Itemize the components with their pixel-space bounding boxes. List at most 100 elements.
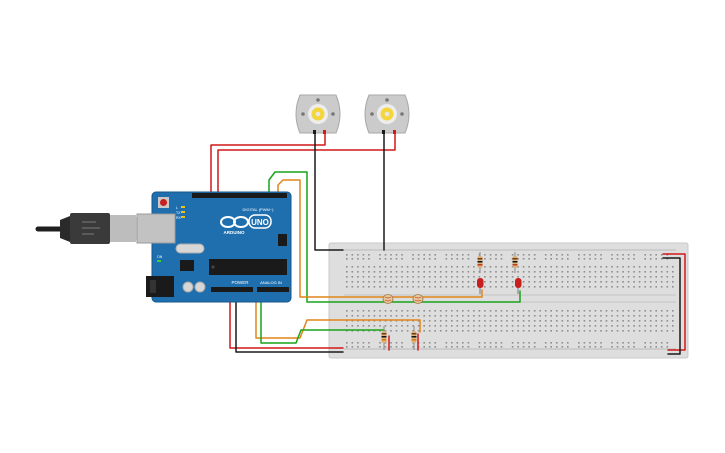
breadboard-hole xyxy=(484,330,486,332)
breadboard-hole xyxy=(578,258,580,260)
breadboard-hole xyxy=(445,315,448,317)
led-1[interactable] xyxy=(477,278,484,294)
breadboard-hole xyxy=(589,258,591,260)
breadboard-hole xyxy=(473,271,475,273)
arduino-uno[interactable]: UNO ARDUINO DIGITAL (PWM~) POWER ANALOG … xyxy=(136,191,292,303)
dc-motor-1[interactable] xyxy=(295,94,341,134)
wire-black-motor1[interactable] xyxy=(314,128,344,251)
led-2[interactable] xyxy=(515,278,522,294)
breadboard-hole xyxy=(368,254,370,256)
breadboard-hole xyxy=(605,276,608,278)
breadboard-hole xyxy=(644,315,646,317)
breadboard-hole xyxy=(346,281,348,283)
breadboard-hole xyxy=(489,276,492,278)
breadboard-hole xyxy=(550,346,552,348)
breadboard-hole xyxy=(517,310,519,312)
wire-orange-top[interactable] xyxy=(277,179,483,298)
breadboard-hole xyxy=(357,320,359,322)
breadboard-hole xyxy=(611,281,613,283)
breadboard-hole xyxy=(550,254,552,256)
breadboard-hole xyxy=(489,330,492,332)
resistor-4[interactable] xyxy=(411,326,417,350)
breadboard-hole xyxy=(395,320,398,322)
resistor-3[interactable] xyxy=(381,326,387,350)
wire-black-rail-bridge[interactable] xyxy=(662,257,681,355)
breadboard-hole xyxy=(572,271,575,273)
breadboard-hole xyxy=(622,254,624,256)
breadboard-hole xyxy=(633,286,635,288)
breadboard-hole xyxy=(589,330,591,332)
breadboard-hole xyxy=(611,315,613,317)
breadboard-hole xyxy=(456,342,459,344)
breadboard-hole xyxy=(666,276,669,278)
wire-green-top[interactable] xyxy=(268,171,521,303)
breadboard-hole xyxy=(484,310,486,312)
breadboard-hole xyxy=(500,330,503,332)
breadboard-hole xyxy=(528,342,530,344)
breadboard-hole xyxy=(368,266,370,268)
wire-green-lower[interactable] xyxy=(260,289,385,344)
breadboard-hole xyxy=(649,342,652,344)
breadboard-hole xyxy=(567,315,569,317)
breadboard-hole xyxy=(627,320,630,322)
breadboard-hole xyxy=(357,258,359,260)
breadboard-hole xyxy=(506,330,508,332)
rx-label: RX xyxy=(176,216,182,220)
photoresistor-2[interactable] xyxy=(412,294,424,304)
breadboard-hole xyxy=(627,254,630,256)
breadboard-hole xyxy=(357,325,359,327)
breadboard-hole xyxy=(655,310,657,312)
breadboard-hole xyxy=(572,276,575,278)
breadboard-hole xyxy=(500,258,503,260)
breadboard-hole xyxy=(379,346,381,348)
breadboard-hole xyxy=(434,342,436,344)
breadboard-hole xyxy=(616,281,619,283)
breadboard-hole xyxy=(428,342,431,344)
breadboard-hole xyxy=(633,315,635,317)
wire-red-rail-bridge[interactable] xyxy=(662,253,686,351)
dc-motor-2[interactable] xyxy=(364,94,410,134)
wire-red-motor1[interactable] xyxy=(210,128,326,193)
breadboard-hole xyxy=(627,271,630,273)
wire-black-gnd[interactable] xyxy=(235,290,344,353)
breadboard-hole xyxy=(622,325,624,327)
breadboard-hole xyxy=(428,266,431,268)
resistor-1[interactable] xyxy=(477,252,483,273)
breadboard-hole xyxy=(495,346,497,348)
breadboard-hole xyxy=(644,342,646,344)
breadboard-hole xyxy=(434,258,436,260)
breadboard-hole xyxy=(478,325,481,327)
breadboard-hole xyxy=(550,330,552,332)
breadboard-hole xyxy=(660,310,663,312)
breadboard-hole xyxy=(484,258,486,260)
breadboard-hole xyxy=(489,346,492,348)
breadboard-hole xyxy=(528,330,530,332)
breadboard-hole xyxy=(462,271,464,273)
breadboard-hole xyxy=(589,315,591,317)
breadboard-hole xyxy=(462,330,464,332)
breadboard-hole xyxy=(672,266,674,268)
breadboard-hole xyxy=(644,266,646,268)
breadboard-hole xyxy=(522,342,525,344)
photoresistor-1[interactable] xyxy=(382,294,394,304)
breadboard-hole xyxy=(484,266,486,268)
breadboard-hole xyxy=(583,281,586,283)
wire-orange-lower[interactable] xyxy=(255,289,421,339)
breadboard-hole xyxy=(390,325,392,327)
breadboard-hole xyxy=(445,310,448,312)
breadboard-hole xyxy=(395,281,398,283)
breadboard-hole xyxy=(594,281,597,283)
breadboard-hole xyxy=(467,310,470,312)
wire-red-motor2[interactable] xyxy=(217,129,396,193)
breadboard-hole xyxy=(351,254,354,256)
breadboard-hole xyxy=(456,346,459,348)
resistor-2[interactable] xyxy=(512,252,518,273)
breadboard-hole xyxy=(561,342,564,344)
breadboard-hole xyxy=(556,310,558,312)
breadboard-hole xyxy=(390,320,392,322)
breadboard-hole xyxy=(351,286,354,288)
breadboard-hole xyxy=(456,276,459,278)
wire-red-5v[interactable] xyxy=(229,290,344,349)
breadboard-hole xyxy=(451,281,453,283)
breadboard-hole xyxy=(655,342,657,344)
